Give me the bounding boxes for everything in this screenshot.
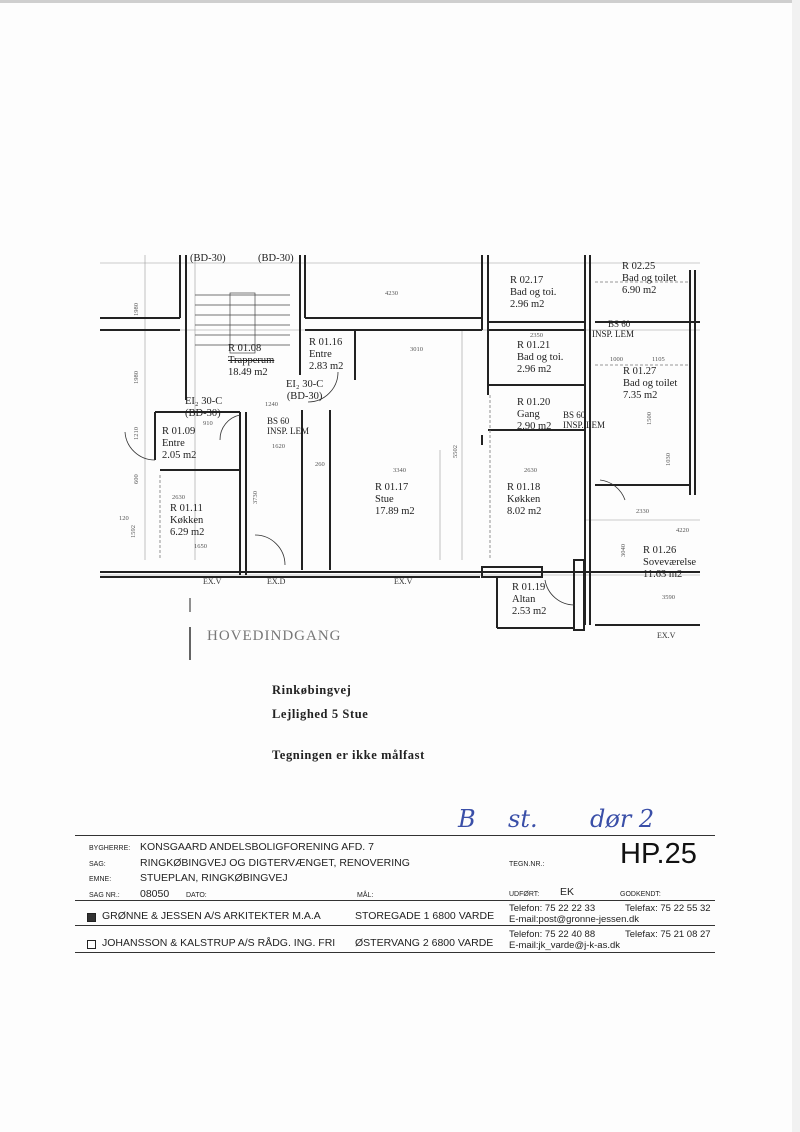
dimension: 2630 [172,494,185,501]
dimension: 1000 [610,356,623,363]
door-rating-label: EI₂ 30-C(BD-30) [185,396,223,419]
firm1-address: STOREGADE 1 6800 VARDE [355,910,495,922]
divider [75,900,715,901]
floor-plan [100,255,700,660]
dimension: 1650 [194,543,207,550]
sagnr-value: 08050 [140,888,170,900]
walls [100,255,700,631]
bygherre-label: BYGHERRE: [89,845,131,852]
sag-label: SAG: [89,861,106,868]
handwritten-note: st. [508,805,538,833]
firm1-marker [87,913,96,922]
divider [75,835,715,836]
dimension: 3590 [662,594,675,601]
exit-label: EX.V [657,631,676,640]
dimension: 1240 [265,401,278,408]
handwritten-note: B [458,805,476,833]
dimension: 1592 [130,525,137,538]
dimension: 1980 [133,371,140,384]
dato-label: DATO: [186,892,207,899]
firm2-phone: Telefon: 75 22 40 88 [509,929,596,940]
firm2-address: ØSTERVANG 2 6800 VARDE [355,937,494,949]
firm1-fax: Telefax: 75 22 55 32 [625,903,711,914]
dimension: 260 [315,461,325,468]
stairs [195,292,290,354]
door-swings [124,371,626,606]
sag-value: RINGKØBINGVEJ OG DIGTERVÆNGET, RENOVERIN… [140,857,410,869]
scale-note: Tegningen er ikke målfast [272,748,425,762]
dimension: 2350 [530,332,543,339]
dimension: 2630 [524,467,537,474]
emne-label: EMNE: [89,876,112,883]
dimension: 1500 [646,412,653,425]
udfoert-label: UDFØRT: [509,891,540,898]
exit-label: EX.V [394,577,413,586]
sagnr-label: SAG NR.: [89,892,120,899]
dimension: 1030 [665,453,672,466]
dimension: 1620 [272,443,285,450]
udfoert-value: EK [560,886,575,898]
dimension: 4220 [676,527,689,534]
exit-label: EX.D [267,577,286,586]
apartment-label: Lejlighed 5 Stue [272,707,369,721]
firm1-phone: Telefon: 75 22 22 33 [509,903,596,914]
scan-edge [0,0,800,3]
dimension: 1980 [133,303,140,316]
door-rating-label: (BD-30) [258,253,294,264]
main-entrance-label: HOVEDINDGANG [207,628,342,644]
emne-value: STUEPLAN, RINGKØBINGVEJ [140,872,288,884]
bygherre-value: KONSGAARD ANDELSBOLIGFORENING AFD. 7 [140,841,374,853]
firm2-email[interactable]: E-mail:jk_varde@j-k-as.dk [509,940,621,951]
dimension: 3040 [620,544,627,557]
door-rating-label: EI₂ 30-C(BD-30) [286,379,324,402]
divider [75,952,715,953]
dimension: 120 [119,515,129,522]
dimension: 600 [133,474,140,484]
dashed-lines [159,281,690,560]
handwritten-note: dør 2 [590,805,655,833]
dimension: 1210 [133,427,140,440]
dimension: 4230 [385,290,398,297]
maal-label: MÅL: [357,892,374,899]
door-rating-label: (BD-30) [190,253,226,264]
firm2-fax: Telefax: 75 21 08 27 [625,929,711,940]
firm2-name: JOHANSSON & KALSTRUP A/S RÅDG. ING. FRI [102,937,336,949]
tegnnr-label: TEGN.NR.: [509,861,545,868]
dimension: 3730 [252,491,259,504]
dimension: 3010 [410,346,423,353]
dimension: 3340 [393,467,406,474]
firm2-marker [87,940,96,949]
drawing-number: HP.25 [620,838,697,870]
dimension: 5502 [452,445,459,458]
dimension: 910 [203,420,213,427]
dimension: 1105 [652,356,665,363]
dimension: 2330 [636,508,649,515]
street-name: Rinkøbingvej [272,683,352,697]
firm1-name: GRØNNE & JESSEN A/S ARKITEKTER M.A.A [102,910,321,922]
exit-label: EX.V [203,577,222,586]
firm1-email[interactable]: E-mail:post@gronne-jessen.dk [509,914,640,925]
scan-edge-right [792,0,800,1132]
godkendt-label: GODKENDT: [620,891,661,898]
divider [75,925,715,926]
